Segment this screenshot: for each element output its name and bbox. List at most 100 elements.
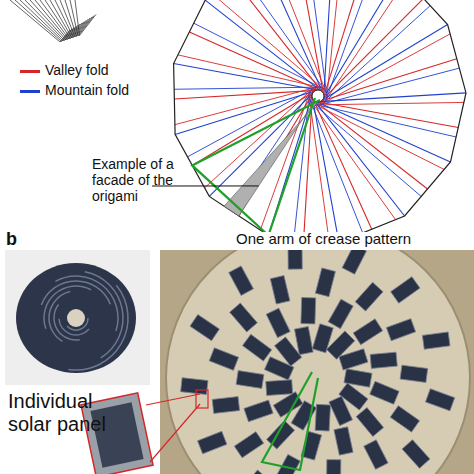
solar-panel — [391, 277, 420, 303]
label-text: Individual solar panel — [8, 390, 112, 436]
fold-line — [317, 102, 464, 104]
solar-panel — [370, 381, 399, 404]
solar-panel — [234, 432, 263, 458]
fold-line — [65, 0, 92, 37]
fold-line — [30, 0, 78, 40]
solar-panel — [212, 397, 239, 414]
photo-ground — [5, 250, 150, 385]
fold-line — [174, 90, 316, 99]
solar-panel — [240, 470, 268, 474]
legend-swatch — [20, 90, 40, 93]
deployed-photo — [160, 250, 474, 474]
solar-panel — [353, 319, 382, 345]
fold-line — [242, 0, 326, 92]
fold-line — [174, 87, 319, 89]
solar-panel — [400, 365, 428, 382]
fold-line — [313, 100, 371, 229]
solar-panel — [301, 297, 316, 323]
folded-sketch — [10, 0, 96, 42]
fold-line — [298, 0, 324, 93]
fold-line — [316, 102, 428, 189]
swirl-edge — [85, 272, 123, 358]
solar-panel — [209, 348, 238, 371]
folded-array — [16, 263, 136, 373]
solar-panel — [244, 400, 273, 422]
fold-line — [272, 0, 327, 94]
solar-panel — [276, 454, 301, 474]
fold-line — [327, 0, 342, 98]
label-text: Example of a facade of the origami — [92, 156, 196, 204]
fold-line — [319, 102, 459, 128]
label-text: b — [6, 229, 36, 250]
solar-panel — [386, 319, 415, 341]
legend-text: Mountain fold — [45, 82, 129, 98]
fold-line — [70, 0, 94, 36]
solar-panel — [270, 276, 290, 305]
fold-line — [187, 87, 315, 156]
solar-panel — [315, 268, 335, 297]
callout-line — [150, 404, 200, 462]
solar-panel — [181, 378, 208, 395]
solar-panel — [329, 396, 353, 425]
fold-line — [178, 55, 322, 88]
solar-panel — [342, 250, 366, 274]
fold-line — [310, 100, 396, 220]
swirl-edge — [44, 286, 91, 329]
callout-box — [196, 390, 208, 408]
solar-panel — [198, 431, 227, 454]
solar-panel — [266, 380, 293, 396]
folded-hub — [67, 309, 85, 327]
solar-panel — [390, 406, 419, 432]
fold-line — [309, 98, 363, 232]
solar-panel — [339, 349, 368, 370]
swirl-edge — [49, 292, 70, 342]
solar-panel — [266, 308, 290, 338]
crease-pattern — [174, 0, 466, 232]
fold-line — [307, 0, 327, 96]
legend-swatch — [20, 70, 40, 73]
fold-line — [320, 93, 466, 102]
fold-line — [322, 25, 447, 101]
solar-panel — [315, 404, 330, 431]
solar-panel — [230, 303, 258, 332]
solar-panel — [425, 389, 454, 411]
fold-line — [319, 68, 460, 105]
fold-line — [309, 96, 329, 232]
membrane — [166, 250, 470, 474]
swirl-edge — [68, 285, 128, 370]
solar-panel — [402, 440, 430, 469]
crease-outline — [174, 0, 466, 232]
fold-line — [15, 0, 72, 42]
solar-panel — [328, 299, 353, 329]
solar-panel — [288, 250, 302, 269]
legend-text: Valley fold — [45, 62, 109, 78]
fold-line — [174, 64, 318, 90]
solar-panel — [242, 334, 271, 361]
solar-panel — [422, 332, 450, 349]
solar-panel — [190, 315, 219, 341]
label-text: One arm of crease pattern — [236, 230, 472, 247]
solar-panel — [370, 352, 397, 368]
fold-line — [314, 101, 404, 216]
fold-line — [75, 0, 96, 36]
arm-outline — [192, 98, 320, 232]
facade — [224, 102, 317, 216]
solar-panel — [334, 427, 353, 455]
arm-outline — [262, 372, 318, 470]
fold-line — [263, 0, 323, 92]
solar-panel — [356, 408, 383, 437]
solar-panel — [364, 440, 388, 470]
fold-line — [326, 0, 376, 100]
swirl-edge — [41, 281, 110, 305]
fold-line — [323, 0, 423, 99]
solar-panel — [327, 460, 341, 474]
fold-line — [321, 34, 450, 105]
fold-line — [313, 99, 339, 232]
callout-line — [146, 394, 200, 405]
fold-line — [175, 87, 317, 125]
fold-line — [323, 6, 430, 104]
solar-panel — [229, 266, 254, 296]
fold-line — [205, 0, 320, 90]
solar-panel — [355, 282, 383, 311]
solar-panel — [236, 371, 264, 389]
